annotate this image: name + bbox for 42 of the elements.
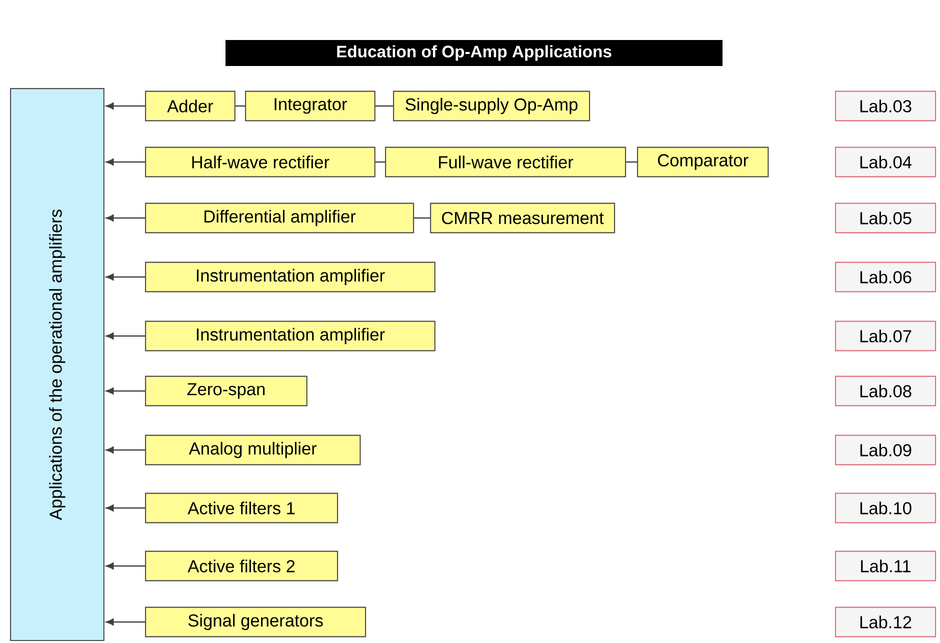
connector: [106, 504, 145, 512]
lab-box: Lab.10: [835, 492, 936, 524]
topic-box: Active filters 1: [145, 492, 338, 524]
lab-box: Lab.06: [835, 262, 936, 292]
topic-box: Analog multiplier: [145, 434, 361, 466]
connector: [375, 105, 393, 107]
connector: [106, 446, 145, 454]
lab-box: Lab.08: [835, 376, 936, 406]
topic-box: CMRR measurement: [430, 202, 616, 234]
lab-box: Lab.07: [835, 320, 936, 352]
connector: [106, 274, 145, 280]
topic-box: Integrator: [245, 90, 376, 122]
lab-box: Lab.04: [835, 146, 936, 178]
connector: [106, 562, 145, 570]
connector: [106, 618, 145, 626]
connector: [414, 217, 430, 219]
connector: [375, 161, 385, 163]
topic-box: Adder: [145, 90, 236, 122]
title-bar: Education of Op-Amp Applications: [225, 40, 723, 66]
category-box: Applications of the operational amplifiers: [10, 88, 104, 642]
lab-box: Lab.11: [835, 550, 936, 582]
connector: [106, 214, 145, 222]
connector: [235, 105, 245, 107]
connector: [106, 388, 145, 394]
topic-box: Full-wave rectifier: [385, 146, 626, 178]
lab-box: Lab.03: [835, 90, 936, 122]
connector: [106, 158, 145, 166]
topic-box: Differential amplifier: [145, 202, 414, 234]
topic-box: Half-wave rectifier: [145, 146, 376, 178]
topic-box: Comparator: [637, 146, 769, 178]
lab-box: Lab.05: [835, 202, 936, 234]
lab-box: Lab.12: [835, 606, 936, 638]
topic-box: Signal generators: [145, 606, 366, 638]
lab-box: Lab.09: [835, 434, 936, 466]
connector: [106, 102, 145, 110]
topic-box: Active filters 2: [145, 550, 338, 582]
connector: [626, 161, 637, 163]
connector: [106, 332, 145, 340]
topic-box: Instrumentation amplifier: [145, 262, 436, 292]
topic-box: Instrumentation amplifier: [145, 320, 436, 352]
topic-box: Zero-span: [145, 376, 308, 406]
topic-box: Single-supply Op-Amp: [393, 90, 590, 122]
